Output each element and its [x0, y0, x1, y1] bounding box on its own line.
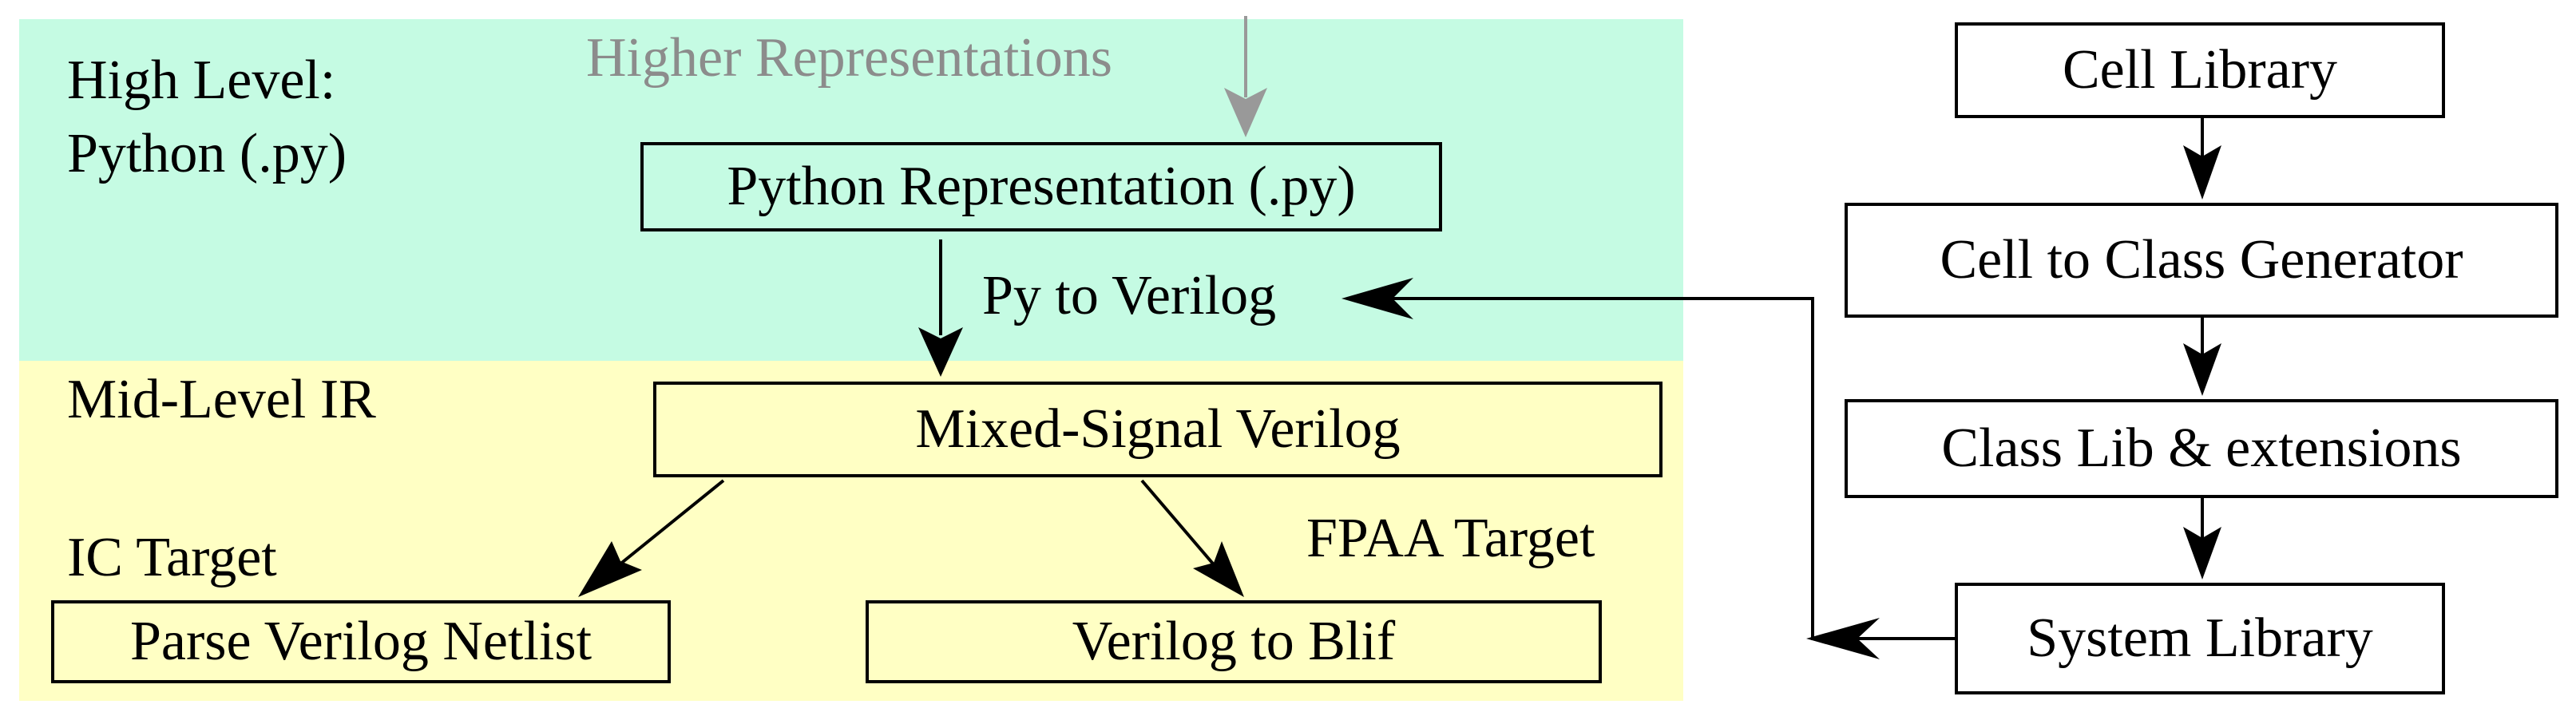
higher-representations-label: Higher Representations	[586, 27, 1112, 89]
cell-library-box: Cell Library	[1955, 22, 2445, 118]
ic-target-label: IC Target	[67, 527, 277, 588]
verilog-to-blif-box: Verilog to Blif	[866, 600, 1602, 683]
to-parse-verilog-netlist-arrow	[578, 479, 725, 597]
cell-to-class-generator-box: Cell to Class Generator	[1845, 203, 2558, 318]
parse-verilog-netlist-box: Parse Verilog Netlist	[51, 600, 671, 683]
class-lib-extensions-box: Class Lib & extensions	[1845, 399, 2558, 498]
system-library-to-py-to-verilog-arrow	[1342, 278, 1955, 659]
generator-to-class-lib-arrow	[2183, 318, 2221, 396]
class-lib-to-system-library-arrow	[2183, 498, 2221, 580]
py-to-verilog-arrow	[918, 239, 963, 377]
fpaa-target-label: FPAA Target	[1306, 508, 1595, 569]
python-representation-box: Python Representation (.py)	[640, 142, 1442, 231]
py-to-verilog-label: Py to Verilog	[982, 265, 1277, 326]
mid-level-title: Mid-Level IR	[67, 369, 376, 430]
cell-library-to-generator-arrow	[2183, 118, 2221, 200]
mid-level-region	[19, 361, 1683, 701]
system-library-box: System Library	[1955, 583, 2445, 694]
high-level-region	[19, 19, 1683, 361]
high-level-title: High Level: Python (.py)	[67, 53, 347, 182]
to-verilog-to-blif-arrow	[1140, 479, 1244, 597]
higher-representations-arrow	[1224, 16, 1267, 137]
mixed-signal-verilog-box: Mixed-Signal Verilog	[653, 382, 1663, 477]
high-level-title-line2: Python (.py)	[67, 123, 347, 184]
high-level-title-line1: High Level:	[67, 49, 336, 111]
